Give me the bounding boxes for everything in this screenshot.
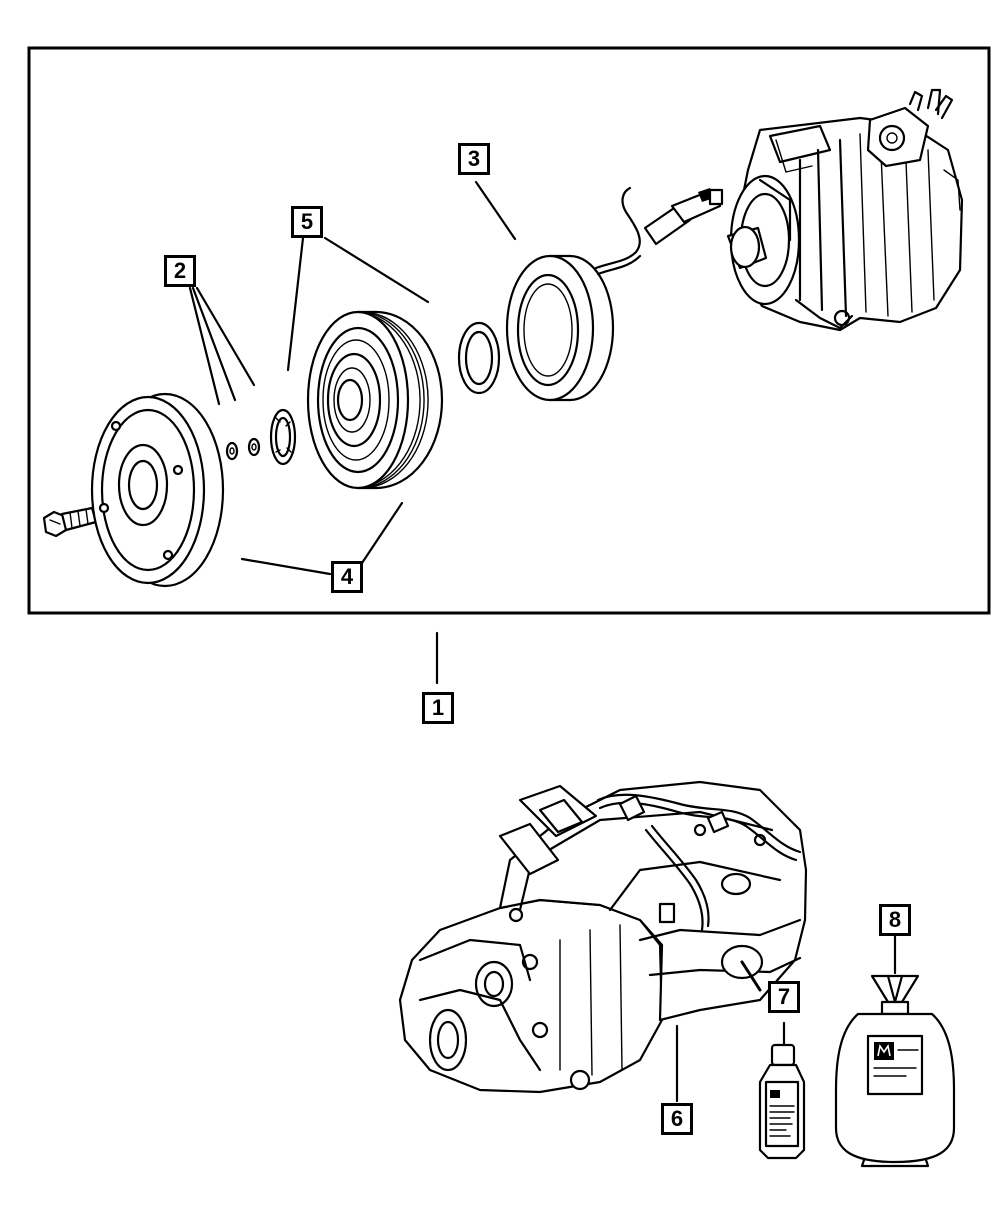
clutch-bolt (42, 506, 98, 538)
callout-7: 7 (768, 981, 800, 1013)
clutch-pulley (306, 310, 444, 490)
oil-bottle (758, 1043, 806, 1160)
leader-lines (188, 180, 897, 1103)
snap-ring (269, 408, 297, 466)
callout-8: 8 (879, 904, 911, 936)
callout-4: 4 (331, 561, 363, 593)
callout-3: 3 (458, 143, 490, 175)
callout-1: 1 (422, 692, 454, 724)
clutch-hub-plate (90, 392, 225, 588)
compressor-assembly (398, 780, 808, 1094)
callout-2: 2 (164, 255, 196, 287)
refrigerant-tank (834, 974, 956, 1168)
clutch-shims (225, 437, 261, 461)
compressor-body (726, 88, 964, 332)
callout-5: 5 (291, 206, 323, 238)
callout-6: 6 (661, 1103, 693, 1135)
clutch-assembly-frame (27, 46, 991, 615)
field-coil-shim (457, 321, 501, 395)
field-coil (505, 186, 724, 402)
